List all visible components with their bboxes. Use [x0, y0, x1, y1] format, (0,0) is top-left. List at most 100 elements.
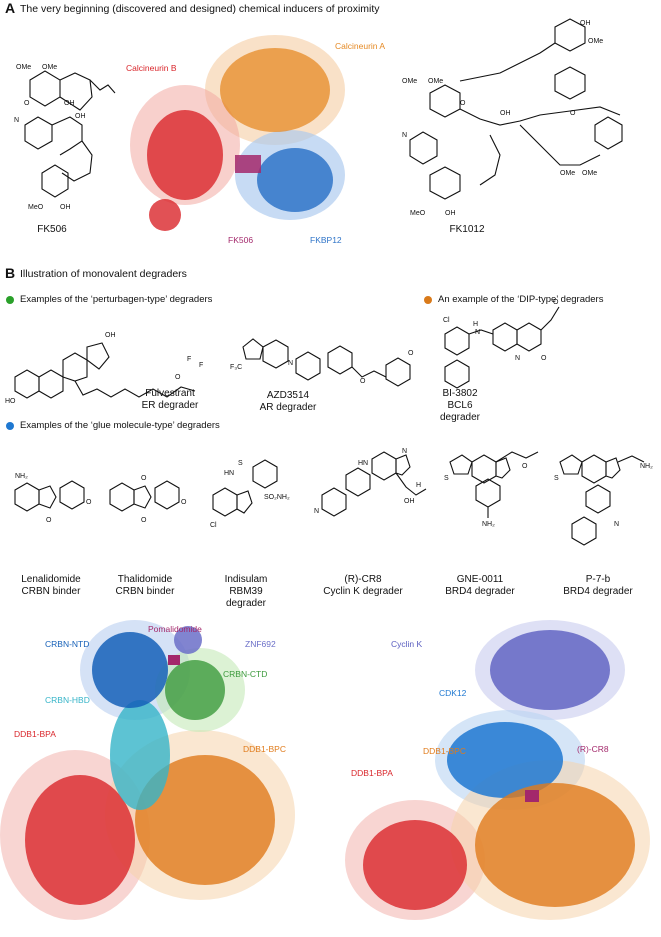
svg-text:OMe: OMe [16, 64, 31, 71]
svg-text:O: O [141, 517, 147, 524]
gne-0011-caption: GNE-0011 BRD4 degrader [440, 574, 520, 598]
svg-text:OMe: OMe [560, 170, 575, 177]
svg-text:OH: OH [60, 204, 71, 211]
panel-b-letter: B [5, 265, 16, 281]
svg-text:MeO: MeO [28, 204, 44, 211]
svg-text:S: S [554, 475, 559, 482]
svg-text:OMe: OMe [428, 78, 443, 85]
green-dot-icon [6, 295, 14, 304]
svg-text:N: N [314, 508, 319, 515]
indisulam-structure: HN S SO₂NH₂ Cl [210, 459, 290, 529]
svg-text:N: N [288, 360, 293, 367]
svg-text:OMe: OMe [582, 170, 597, 177]
svg-text:N: N [402, 448, 407, 455]
indisulam-name: Indisulam [224, 574, 268, 585]
svg-text:O: O [141, 475, 147, 482]
svg-text:NH₂: NH₂ [15, 473, 28, 480]
crbn-ctd-label: CRBN-CTD [223, 669, 268, 679]
svg-text:S: S [444, 475, 449, 482]
svg-text:H: H [473, 321, 478, 328]
fkbp12-label: FKBP12 [310, 235, 342, 245]
panel-a-letter: A [5, 0, 16, 16]
fulvestrant-caption: Fulvestrant ER degrader [140, 388, 200, 412]
cyclin-k-label: Cyclin K [391, 639, 423, 649]
svg-text:O: O [570, 110, 576, 117]
svg-text:O: O [46, 517, 52, 524]
thalidomide-role: CRBN binder [115, 586, 175, 597]
r-cr8-caption: (R)-CR8 Cyclin K degrader [318, 574, 408, 598]
svg-text:O: O [460, 100, 466, 107]
thalidomide-name: Thalidomide [117, 574, 173, 585]
svg-text:N: N [402, 132, 407, 139]
p-7-b-name: P-7-b [585, 574, 611, 585]
svg-text:O: O [181, 499, 187, 506]
p-7-b-structure: S NH₂ N [554, 454, 653, 546]
dip-group-header: An example of the ‘DIP-type’ degraders [424, 294, 603, 305]
svg-text:OH: OH [64, 100, 75, 107]
orange-dot-icon [424, 295, 432, 304]
svg-text:OMe: OMe [402, 78, 417, 85]
svg-text:MeO: MeO [410, 210, 426, 217]
fulvestrant-role: ER degrader [141, 400, 199, 411]
svg-text:N: N [475, 329, 480, 336]
bi-3802-name: BI-3802 [442, 388, 478, 399]
fk1012-caption: FK1012 [449, 224, 485, 235]
p-7-b-caption: P-7-b BRD4 degrader [558, 574, 638, 598]
r-cr8-protein-label: (R)-CR8 [577, 744, 609, 754]
crbn-hbd-label: CRBN-HBD [45, 695, 90, 705]
svg-text:O: O [24, 100, 30, 107]
svg-text:OH: OH [580, 20, 591, 27]
indisulam-caption: Indisulam RBM39 degrader [208, 574, 284, 610]
thalidomide-caption: Thalidomide CRBN binder [110, 574, 180, 598]
gne-0011-name: GNE-0011 [456, 574, 504, 585]
crbn-ddb1-znf692-complex [0, 620, 295, 920]
perturbagen-group-label: Examples of the ‘perturbagen-type’ degra… [20, 294, 213, 305]
dip-group-label: An example of the ‘DIP-type’ degraders [438, 294, 604, 305]
thalidomide-structure: O O O [109, 475, 187, 524]
bi-3802-caption: BI-3802 BCL6 degrader [430, 388, 490, 424]
r-cr8-name: (R)-CR8 [344, 574, 382, 585]
svg-text:F₃C: F₃C [230, 364, 242, 371]
fk506-caption: FK506 [37, 224, 67, 235]
ddb1-bpc-right-label: DDB1-BPC [423, 746, 466, 756]
svg-text:HN: HN [224, 470, 234, 477]
cdk12-label: CDK12 [439, 688, 467, 698]
fk506-structure: OMe OMe O OH N OH MeO OH [14, 64, 116, 211]
calcineurin-b-label: Calcineurin B [126, 63, 177, 73]
ddb1-bpc-left-label: DDB1-BPC [243, 744, 286, 754]
cyclin-k-cdk12-ddb1-complex [345, 620, 650, 920]
svg-text:O: O [553, 299, 559, 306]
svg-text:O: O [86, 499, 92, 506]
gne-0011-structure: S O NH₂ [444, 451, 539, 528]
svg-text:O: O [541, 355, 547, 362]
svg-text:O: O [360, 378, 366, 385]
azd3514-structure: F₃C N O O [230, 338, 414, 387]
svg-text:F: F [187, 356, 191, 363]
svg-text:HO: HO [5, 398, 16, 405]
fulvestrant-structure: HO OH O F F [5, 332, 203, 405]
fk1012-structure: OH OMe OMe OMe O N OH O OMe OMe MeO OH [402, 18, 623, 217]
svg-text:Cl: Cl [210, 522, 217, 529]
crbn-ntd-label: CRBN-NTD [45, 639, 90, 649]
svg-text:OH: OH [445, 210, 456, 217]
gne-0011-role: BRD4 degrader [445, 586, 515, 597]
fulvestrant-name: Fulvestrant [145, 388, 195, 399]
svg-text:HN: HN [358, 460, 368, 467]
svg-text:OH: OH [500, 110, 511, 117]
panel-b-title: Illustration of monovalent degraders [20, 268, 187, 280]
svg-text:NH₂: NH₂ [482, 521, 495, 528]
p-7-b-role: BRD4 degrader [563, 586, 633, 597]
calcineurin-a-label: Calcineurin A [335, 41, 386, 51]
perturbagen-group-header: Examples of the ‘perturbagen-type’ degra… [6, 294, 212, 305]
svg-text:N: N [14, 117, 19, 124]
azd3514-caption: AZD3514 AR degrader [253, 390, 323, 414]
panel-a-title: The very beginning (discovered and desig… [20, 3, 380, 15]
azd3514-name: AZD3514 [266, 390, 310, 401]
svg-text:S: S [238, 460, 243, 467]
r-cr8-structure: N HN N OH H [314, 448, 427, 517]
svg-text:NH₂: NH₂ [640, 463, 653, 470]
pomalidomide-label: Pomalidomide [148, 624, 202, 634]
svg-text:O: O [408, 350, 414, 357]
svg-text:SO₂NH₂: SO₂NH₂ [264, 494, 290, 501]
svg-text:H: H [416, 482, 421, 489]
